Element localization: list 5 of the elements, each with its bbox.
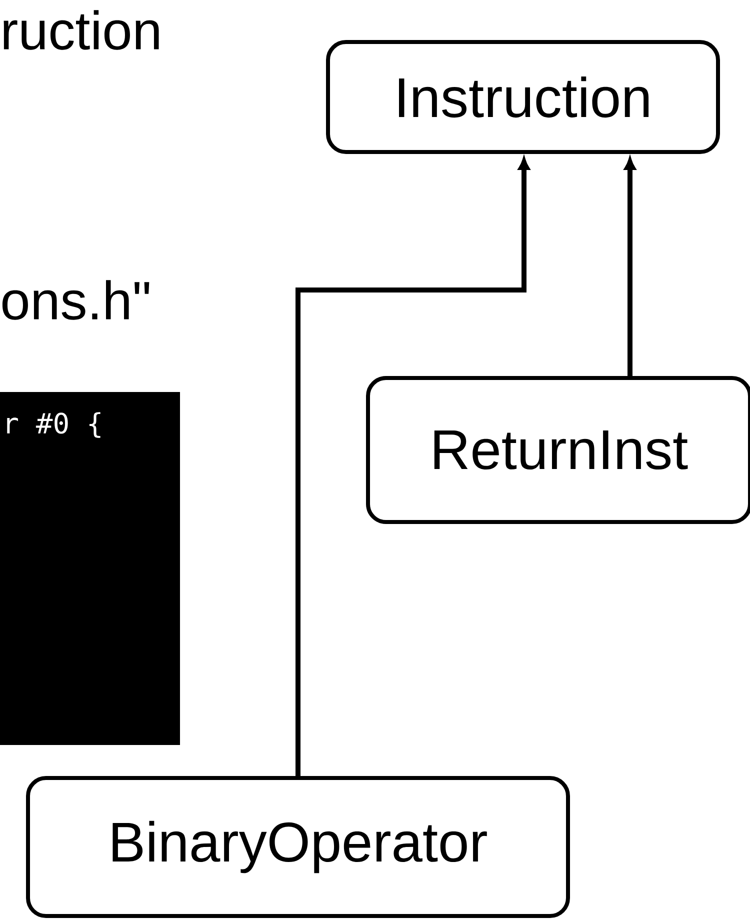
class-box: BinaryOperator xyxy=(26,776,570,918)
class-box: Instruction xyxy=(326,40,720,154)
code-block: r #0 { xyxy=(0,392,180,745)
slide-text: ruction xyxy=(4,10,159,50)
slide-text: ons.h" xyxy=(2,280,150,320)
